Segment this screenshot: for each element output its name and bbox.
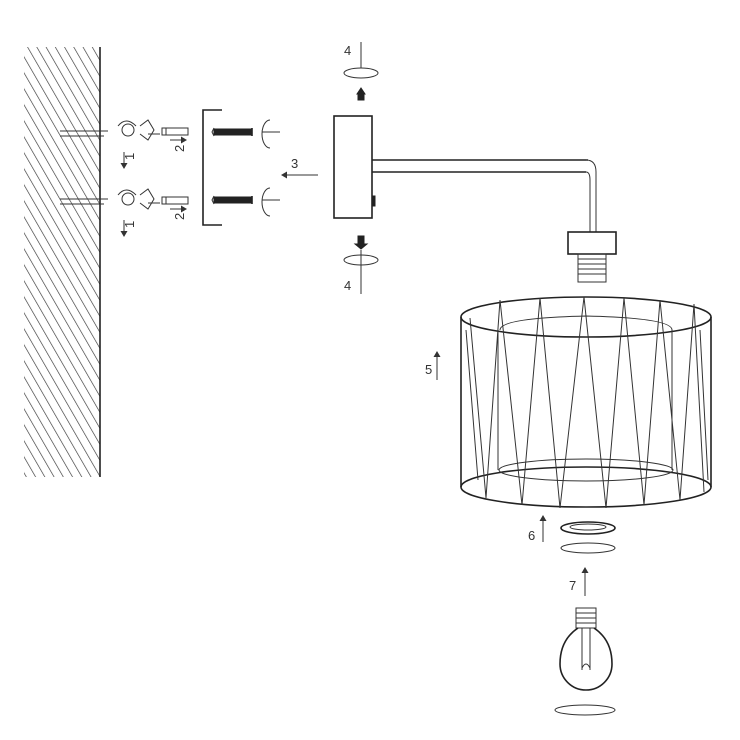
drill-holes (60, 130, 108, 205)
step-1-marker: 1 (120, 220, 137, 237)
svg-text:2: 2 (172, 213, 187, 220)
wall-arm (372, 159, 597, 232)
socket-icon (567, 231, 617, 283)
dowel-icon (161, 196, 189, 205)
step-4-bottom: 4 (343, 235, 379, 294)
rotation-arrow-icon (261, 119, 280, 149)
step-3-marker: 3 (281, 156, 318, 179)
wall (24, 47, 101, 477)
svg-text:6: 6 (528, 528, 535, 543)
step-2-marker: 2 (170, 205, 187, 220)
svg-text:4: 4 (344, 278, 351, 293)
mounting-bracket (202, 109, 222, 226)
step-7-marker: 7 (569, 567, 589, 596)
cage-shade (460, 296, 712, 509)
svg-text:1: 1 (122, 221, 137, 228)
step-6-marker: 6 (528, 515, 547, 543)
svg-text:7: 7 (569, 578, 576, 593)
svg-text:5: 5 (425, 362, 432, 377)
svg-text:1: 1 (122, 153, 137, 160)
screw-icon (211, 127, 253, 137)
svg-text:3: 3 (291, 156, 298, 171)
shade-ring-icon (560, 521, 616, 554)
step-4-top: 4 (343, 42, 379, 101)
svg-text:2: 2 (172, 145, 187, 152)
rotation-arrow-icon (261, 187, 280, 217)
rotation-arrow-icon (554, 704, 616, 716)
step-1-marker: 1 (120, 152, 137, 169)
drill-icon (117, 188, 160, 210)
step-2-marker: 2 (170, 136, 187, 152)
light-bulb-icon (559, 607, 613, 691)
drill-icon (117, 119, 160, 141)
wall-arm-base (333, 115, 376, 219)
step-5-marker: 5 (425, 351, 441, 380)
dowel-icon (161, 127, 189, 136)
svg-text:4: 4 (344, 43, 351, 58)
screw-icon (211, 195, 253, 205)
